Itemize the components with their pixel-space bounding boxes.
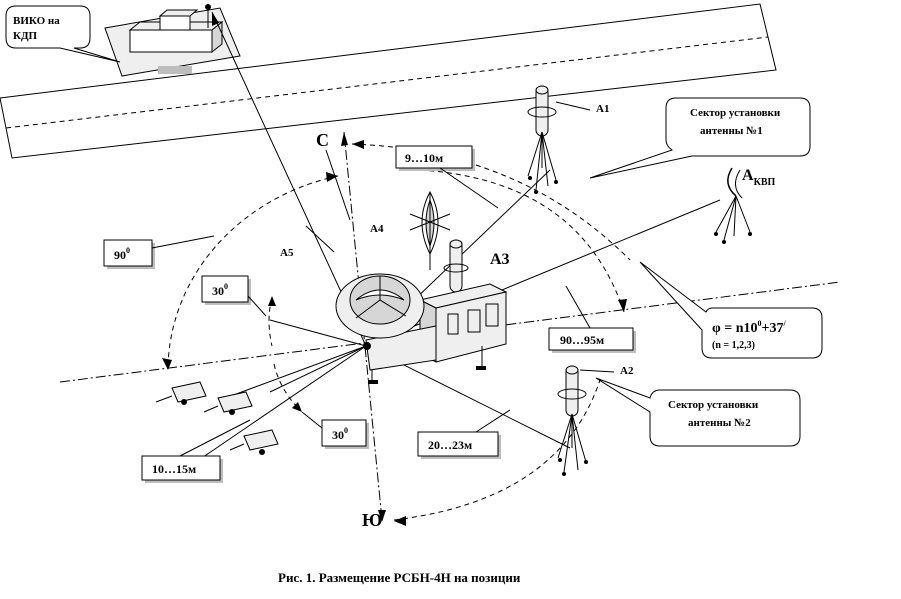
figure-caption: Рис. 1. Размещение РСБН-4Н на позиции [278,570,521,585]
arc-top-right [351,143,631,261]
trailers [155,381,279,455]
phi-n-values: (n = 1,2,3) [712,340,755,351]
angle-30-top-text: 300 [212,282,228,298]
arc-90deg [167,175,339,369]
arc-south [393,379,601,521]
trailer-1 [155,381,207,405]
sector2-line2: антенны №2 [688,417,751,429]
a3-label: А3 [490,251,510,268]
antenna-a1: А1 [527,85,609,194]
line-to-viko [211,11,367,347]
a4-label: А4 [370,223,384,235]
dim-90-95: 90…95м [548,285,636,353]
arc-9-10m [419,169,625,313]
dim-20-23-text: 20…23м [428,438,472,452]
dim-90-95-text: 90…95м [560,333,604,347]
viko-kdp [104,4,241,77]
dim-9-10: 9…10м [395,145,499,209]
trailer-2 [203,391,253,415]
antenna-akvp: АКВП [714,167,775,244]
angle-30-bottom: 300 [301,411,369,449]
trailer-3 [229,429,279,455]
angle-30-bottom-text: 300 [332,426,348,442]
angle-90-text: 900 [114,246,130,262]
sector2-line1: Сектор установки [668,399,759,411]
a1-label: А1 [596,103,609,115]
antenna-a3: А3 [443,239,510,293]
runway [0,3,777,159]
sector1-callout: Сектор установки антенны №1 [589,97,811,179]
angle-30-top: 300 [201,275,267,317]
main-station: А5 [280,149,508,384]
dim-10-15-text: 10…15м [152,462,196,476]
a2-label: А2 [620,365,634,377]
runway-centerline [5,36,769,129]
phi-callout: φ = n100+37/ (n = 1,2,3) [639,261,823,359]
phi-formula: φ = n100+37/ [712,319,786,336]
dim-20-23: 20…23м [417,409,511,459]
sector1-line1: Сектор установки [690,107,781,119]
dim-10-15: 10…15м [141,419,251,483]
akvp-label: АКВП [742,167,775,188]
viko-label-line2: КДП [13,30,38,42]
sector1-line2: антенны №1 [700,125,763,137]
angle-90: 900 [103,235,215,269]
station-center-point [363,342,371,350]
viko-label-line1: ВИКО на [13,15,60,27]
a5-label: А5 [280,247,294,259]
arcs [162,140,631,526]
antenna-a4: А4 [370,190,451,270]
antenna-a2: А2 [557,365,634,476]
sector2-callout: Сектор установки антенны №2 [595,377,801,447]
south-label: Ю [362,510,382,530]
viko-callout: ВИКО на КДП [5,5,121,63]
dim-9-10-text: 9…10м [405,151,443,165]
north-label: С [316,130,329,150]
main-axis-line [59,281,841,383]
